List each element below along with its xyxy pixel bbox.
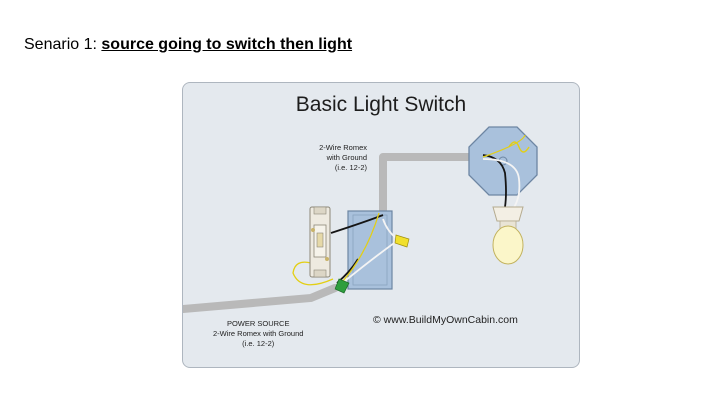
black-wire-light (482, 154, 507, 208)
diagram-title: Basic Light Switch (295, 93, 467, 116)
copyright-text: © www.BuildMyOwnCabin.com (373, 314, 518, 326)
ground-wire-light (482, 134, 526, 158)
heading-prefix: Senario 1: (24, 36, 102, 53)
source-cable (183, 284, 339, 313)
black-wire-switch-top (330, 214, 384, 234)
cable-to-light (379, 153, 475, 233)
light-switch-icon (309, 206, 331, 278)
wire-nut-icon (334, 234, 410, 294)
light-bulb-icon (492, 206, 524, 265)
cable-label: 2-Wire Romex with Ground (i.e. 12-2) (319, 143, 367, 172)
wiring-diagram: Basic Light Switch 2-Wire Romex with Gro… (182, 82, 580, 368)
white-wire-light (482, 158, 521, 210)
heading-underlined: source going to switch then light (101, 36, 353, 53)
source-label: POWER SOURCE 2-Wire Romex with Ground (i… (213, 319, 304, 348)
diagram-graphics (183, 126, 538, 313)
ground-wire-switch (292, 212, 380, 286)
slide-heading: Senario 1: source going to switch then l… (24, 36, 352, 54)
